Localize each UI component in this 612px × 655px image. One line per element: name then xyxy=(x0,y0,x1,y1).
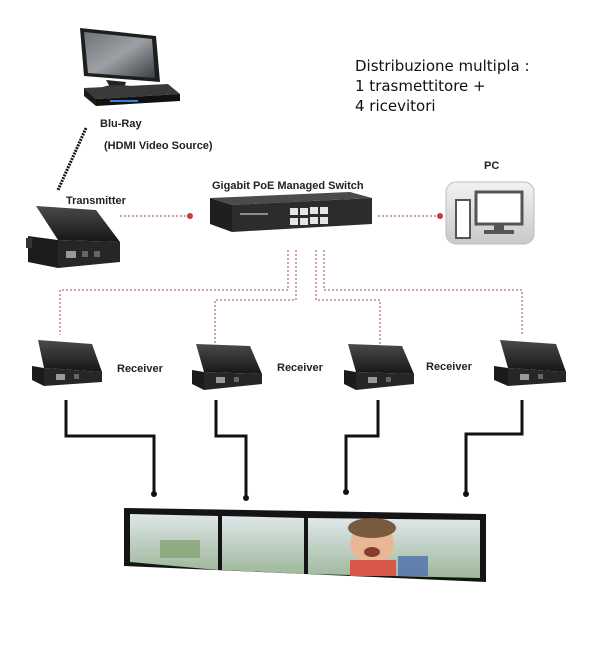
pc-label: PC xyxy=(484,160,500,172)
page-title: Distribuzione multipla : 1 trasmettitore… xyxy=(355,56,530,116)
receiver-label: Receiver xyxy=(277,362,323,374)
title-line-1: Distribuzione multipla : xyxy=(355,57,530,75)
title-line-2: 1 trasmettitore + xyxy=(355,77,486,95)
video-wall xyxy=(124,508,486,582)
receiver-device xyxy=(192,344,262,390)
hdmi-cable-source xyxy=(56,127,88,191)
network-switch-icon xyxy=(210,192,372,232)
bluray-label: Blu-Ray xyxy=(100,118,142,130)
receiver-label: Receiver xyxy=(117,363,163,375)
hdmi-cables xyxy=(64,400,524,498)
ethernet-links xyxy=(59,215,523,345)
receiver-device xyxy=(32,340,102,386)
switch-label: Gigabit PoE Managed Switch xyxy=(212,180,364,192)
pc-icon xyxy=(445,181,535,245)
bluray-player-icon xyxy=(84,84,180,106)
transmitter-device xyxy=(26,206,120,268)
transmitter-label: Transmitter xyxy=(66,195,126,207)
receiver-label: Receiver xyxy=(426,361,472,373)
receiver-device xyxy=(344,344,414,390)
title-line-3: 4 ricevitori xyxy=(355,97,436,115)
hdmi-source-label: (HDMI Video Source) xyxy=(104,140,213,152)
monitor-icon xyxy=(80,28,160,91)
receiver-device xyxy=(494,340,566,386)
